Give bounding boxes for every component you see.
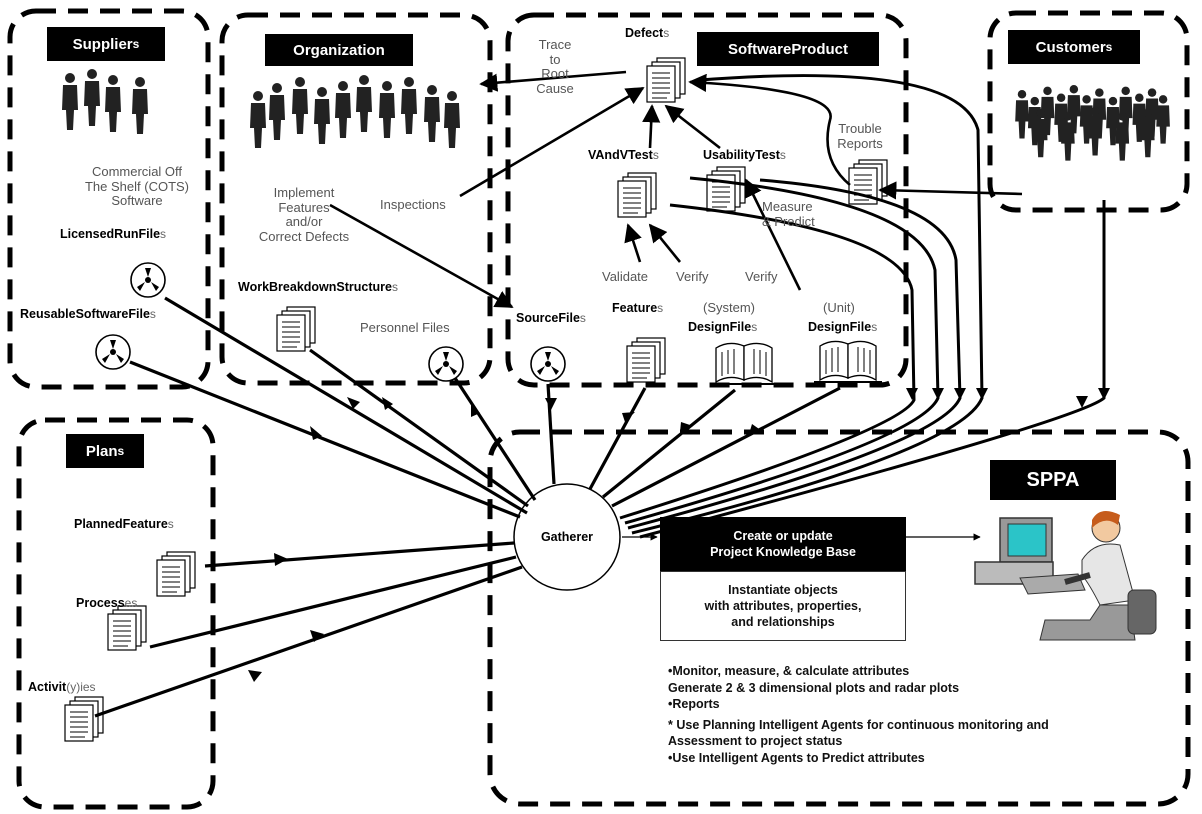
planned-feature-document-icon: [156, 551, 196, 597]
feedback-arrowheads: [906, 388, 1110, 408]
process-document-icon: [107, 605, 147, 651]
plans-region: [16, 417, 216, 810]
features-document-icon: [626, 337, 666, 383]
planned-feature-label: PlannedFeatures: [74, 517, 174, 531]
sppa-bullet-list: •Monitor, measure, & calculate attribute…: [668, 663, 1049, 766]
suppliers-region: [7, 8, 211, 390]
bullet-predict: •Use Intelligent Agents to Predict attri…: [668, 750, 925, 765]
gatherer-node: [513, 483, 621, 591]
bullet-planning-agents-cont: Assessment to project status: [668, 734, 843, 748]
source-disk-icon: [530, 346, 566, 382]
computer-user-icon: [974, 511, 1157, 641]
unit-design-file-label: DesignFiles: [808, 320, 878, 334]
usability-test-label: UsabilityTests: [703, 148, 786, 162]
sppa-title: SPPA: [990, 460, 1116, 500]
bullet-monitor-cont: Generate 2 & 3 dimensional plots and rad…: [668, 680, 960, 695]
gatherer-label: Gatherer: [540, 530, 594, 544]
customers-region: [987, 10, 1190, 213]
software-product-region: [505, 12, 909, 388]
licensed-run-file-label: LicensedRunFiles: [60, 227, 167, 241]
customers-people-icon: [1015, 84, 1170, 161]
wbs-label: WorkBreakdownStructures: [238, 280, 398, 294]
organization-title: Organization: [265, 34, 413, 66]
reusable-disk-icon: [95, 334, 131, 370]
inbound-arrowheads: [248, 397, 762, 682]
validate-label: Validate: [602, 269, 649, 284]
bullet-planning-agents: * Use Planning Intelligent Agents for co…: [668, 717, 1049, 732]
unit-label: (Unit): [823, 300, 855, 315]
defects-document-icon: [646, 57, 686, 103]
personnel-disk-icon: [428, 346, 464, 382]
activity-document-icon: [64, 696, 104, 742]
internal-arrows: [329, 70, 1023, 309]
suppliers-people-icon: [62, 69, 148, 134]
features-label: Features: [612, 301, 664, 315]
system-label: (System): [703, 300, 755, 315]
reusable-software-file-label: ReusableSoftwareFiles: [20, 307, 156, 321]
vandv-document-icon: [617, 172, 657, 218]
inbound-arrows: [94, 296, 841, 718]
verify-unit-label: Verify: [745, 269, 778, 284]
inspections-label: Inspections: [380, 197, 446, 212]
process-label: Processes: [76, 596, 138, 610]
software-product-title: SoftwareProduct: [697, 32, 879, 66]
defects-label: Defects: [625, 26, 670, 40]
activity-label: Activit(y)ies: [28, 680, 96, 694]
system-design-file-label: DesignFiles: [688, 320, 758, 334]
wbs-document-icon: [276, 306, 316, 352]
bullet-monitor: •Monitor, measure, & calculate attribute…: [668, 664, 910, 678]
vandv-test-label: VAndVTests: [588, 148, 659, 162]
verify-system-label: Verify: [676, 269, 709, 284]
source-file-label: SourceFiles: [516, 311, 586, 325]
personnel-files-label: Personnel Files: [360, 320, 450, 335]
organization-people-icon: [250, 75, 460, 148]
bullet-reports: •Reports: [668, 697, 720, 711]
sppa-region: [487, 429, 1191, 807]
measure-predict-label: Measure& Predict: [762, 199, 815, 229]
usability-document-icon: [706, 166, 746, 212]
unit-design-book-icon: [813, 340, 883, 383]
licensed-disk-icon: [130, 262, 166, 298]
system-design-book-icon: [709, 342, 779, 385]
